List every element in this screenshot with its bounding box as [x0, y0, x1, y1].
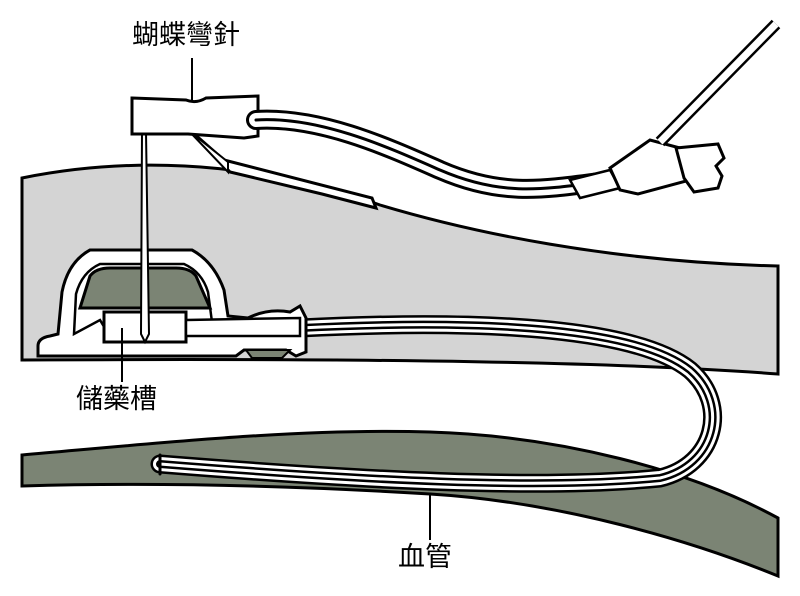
- label-reservoir: 儲藥槽: [76, 384, 157, 415]
- needle-shaft: [139, 131, 151, 345]
- butterfly-needle-hub: [130, 94, 260, 140]
- catheter: [150, 315, 722, 493]
- label-butterfly-needle: 蝴蝶彎針: [132, 20, 240, 51]
- label-blood-vessel: 血管: [398, 542, 452, 573]
- tubing-connector: [568, 19, 781, 200]
- extension-tubing: [246, 109, 610, 199]
